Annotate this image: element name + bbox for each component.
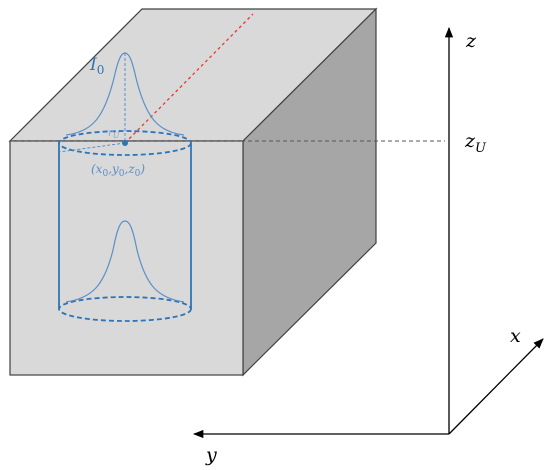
beam-ray [124, 13, 254, 144]
block-front-face [9, 140, 244, 376]
x-axis-label: x [510, 325, 521, 347]
z-axis-label: z [465, 30, 477, 52]
center-coordinates-label: (x0,y0,z0) [91, 162, 145, 179]
cylinder-bottom-ellipse [58, 296, 192, 322]
depth-gaussian-profile [65, 220, 185, 303]
cylinder [58, 130, 192, 322]
y-axis-label: y [205, 444, 217, 466]
x-axis-line [448, 338, 544, 435]
beam-center-point [122, 140, 128, 146]
intensity-label: I0 [89, 55, 104, 77]
radius-line [58, 142, 126, 153]
zu-label: zU [464, 130, 487, 156]
radius-label: rU [108, 128, 120, 140]
